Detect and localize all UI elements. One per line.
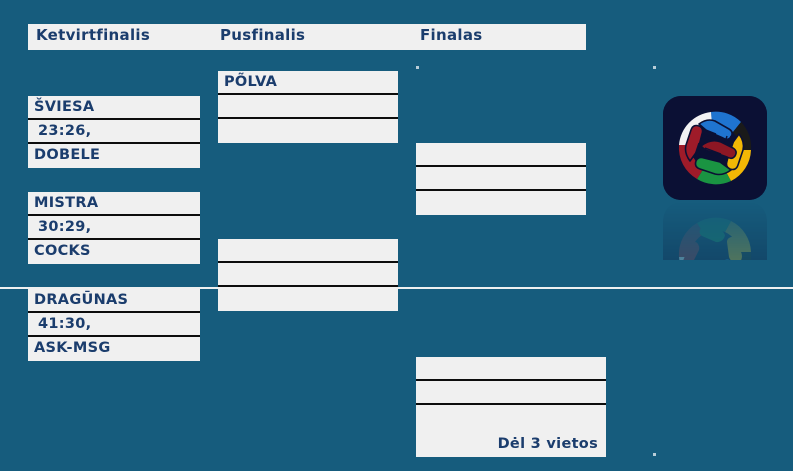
match-score [218,95,398,119]
match-score: 30:29, [28,216,200,240]
match-away-team [218,119,398,143]
third-place-label: Dėl 3 vietos [416,429,606,457]
match-home-team: MISTRA [28,192,200,216]
artifact-dot [416,66,419,69]
match-away-team [416,405,606,429]
match-card-final[interactable] [416,143,586,215]
logo[interactable] [663,96,767,200]
round-header-final: Finalas [420,26,483,44]
match-card-third-place[interactable]: Dėl 3 vietos [416,357,606,457]
handball-logo-icon [663,202,767,260]
match-score: 23:26, [28,120,200,144]
match-away-team [416,191,586,215]
match-away-team: COCKS [28,240,200,264]
match-score: 41:30, [28,313,200,337]
match-home-team: ŠVIESA [28,96,200,120]
artifact-dot [653,66,656,69]
handball-logo-icon [663,96,767,200]
match-score [218,263,398,287]
match-score [416,167,586,191]
match-away-team: DOBELE [28,144,200,168]
round-header-bar: Ketvirtfinalis Pusfinalis Finalas [28,24,586,50]
logo-reflection [663,202,767,260]
match-card-quarterfinal-1[interactable]: ŠVIESA 23:26, DOBELE [28,96,200,168]
match-away-team: ASK-MSG [28,337,200,361]
match-card-semifinal-2[interactable] [218,239,398,311]
round-header-semifinal: Pusfinalis [220,26,306,44]
match-away-team [218,287,398,311]
match-home-team: DRAGŪNAS [28,289,200,313]
round-header-quarterfinal: Ketvirtfinalis [36,26,151,44]
match-home-team [218,239,398,263]
artifact-dot [653,453,656,456]
match-card-quarterfinal-3[interactable]: DRAGŪNAS 41:30, ASK-MSG [28,289,200,361]
match-home-team: PÕLVA [218,71,398,95]
match-home-team [416,357,606,381]
match-home-team [416,143,586,167]
match-card-semifinal-1[interactable]: PÕLVA [218,71,398,143]
match-card-quarterfinal-2[interactable]: MISTRA 30:29, COCKS [28,192,200,264]
match-score [416,381,606,405]
